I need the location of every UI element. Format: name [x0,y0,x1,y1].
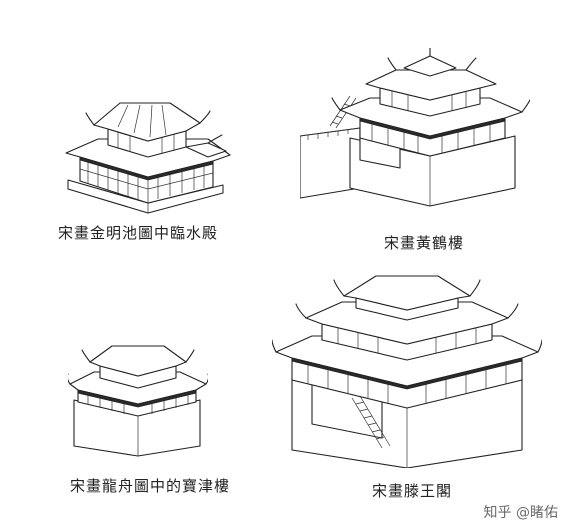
illustration-linshui-hall [58,95,238,220]
caption-fig3: 宋畫龍舟圖中的寶津樓 [70,477,231,495]
illustration-baojin-tower [68,342,208,457]
illustration-yellow-crane-tower [300,48,530,208]
illustration-tengwang-pavilion [272,268,542,468]
caption-fig1: 宋畫金明池圖中臨水殿 [58,224,219,242]
caption-fig2: 宋畫黃鶴樓 [384,234,465,252]
caption-fig4: 宋畫滕王閣 [372,482,453,500]
watermark-text: 知乎 @睹佑 [483,505,558,521]
